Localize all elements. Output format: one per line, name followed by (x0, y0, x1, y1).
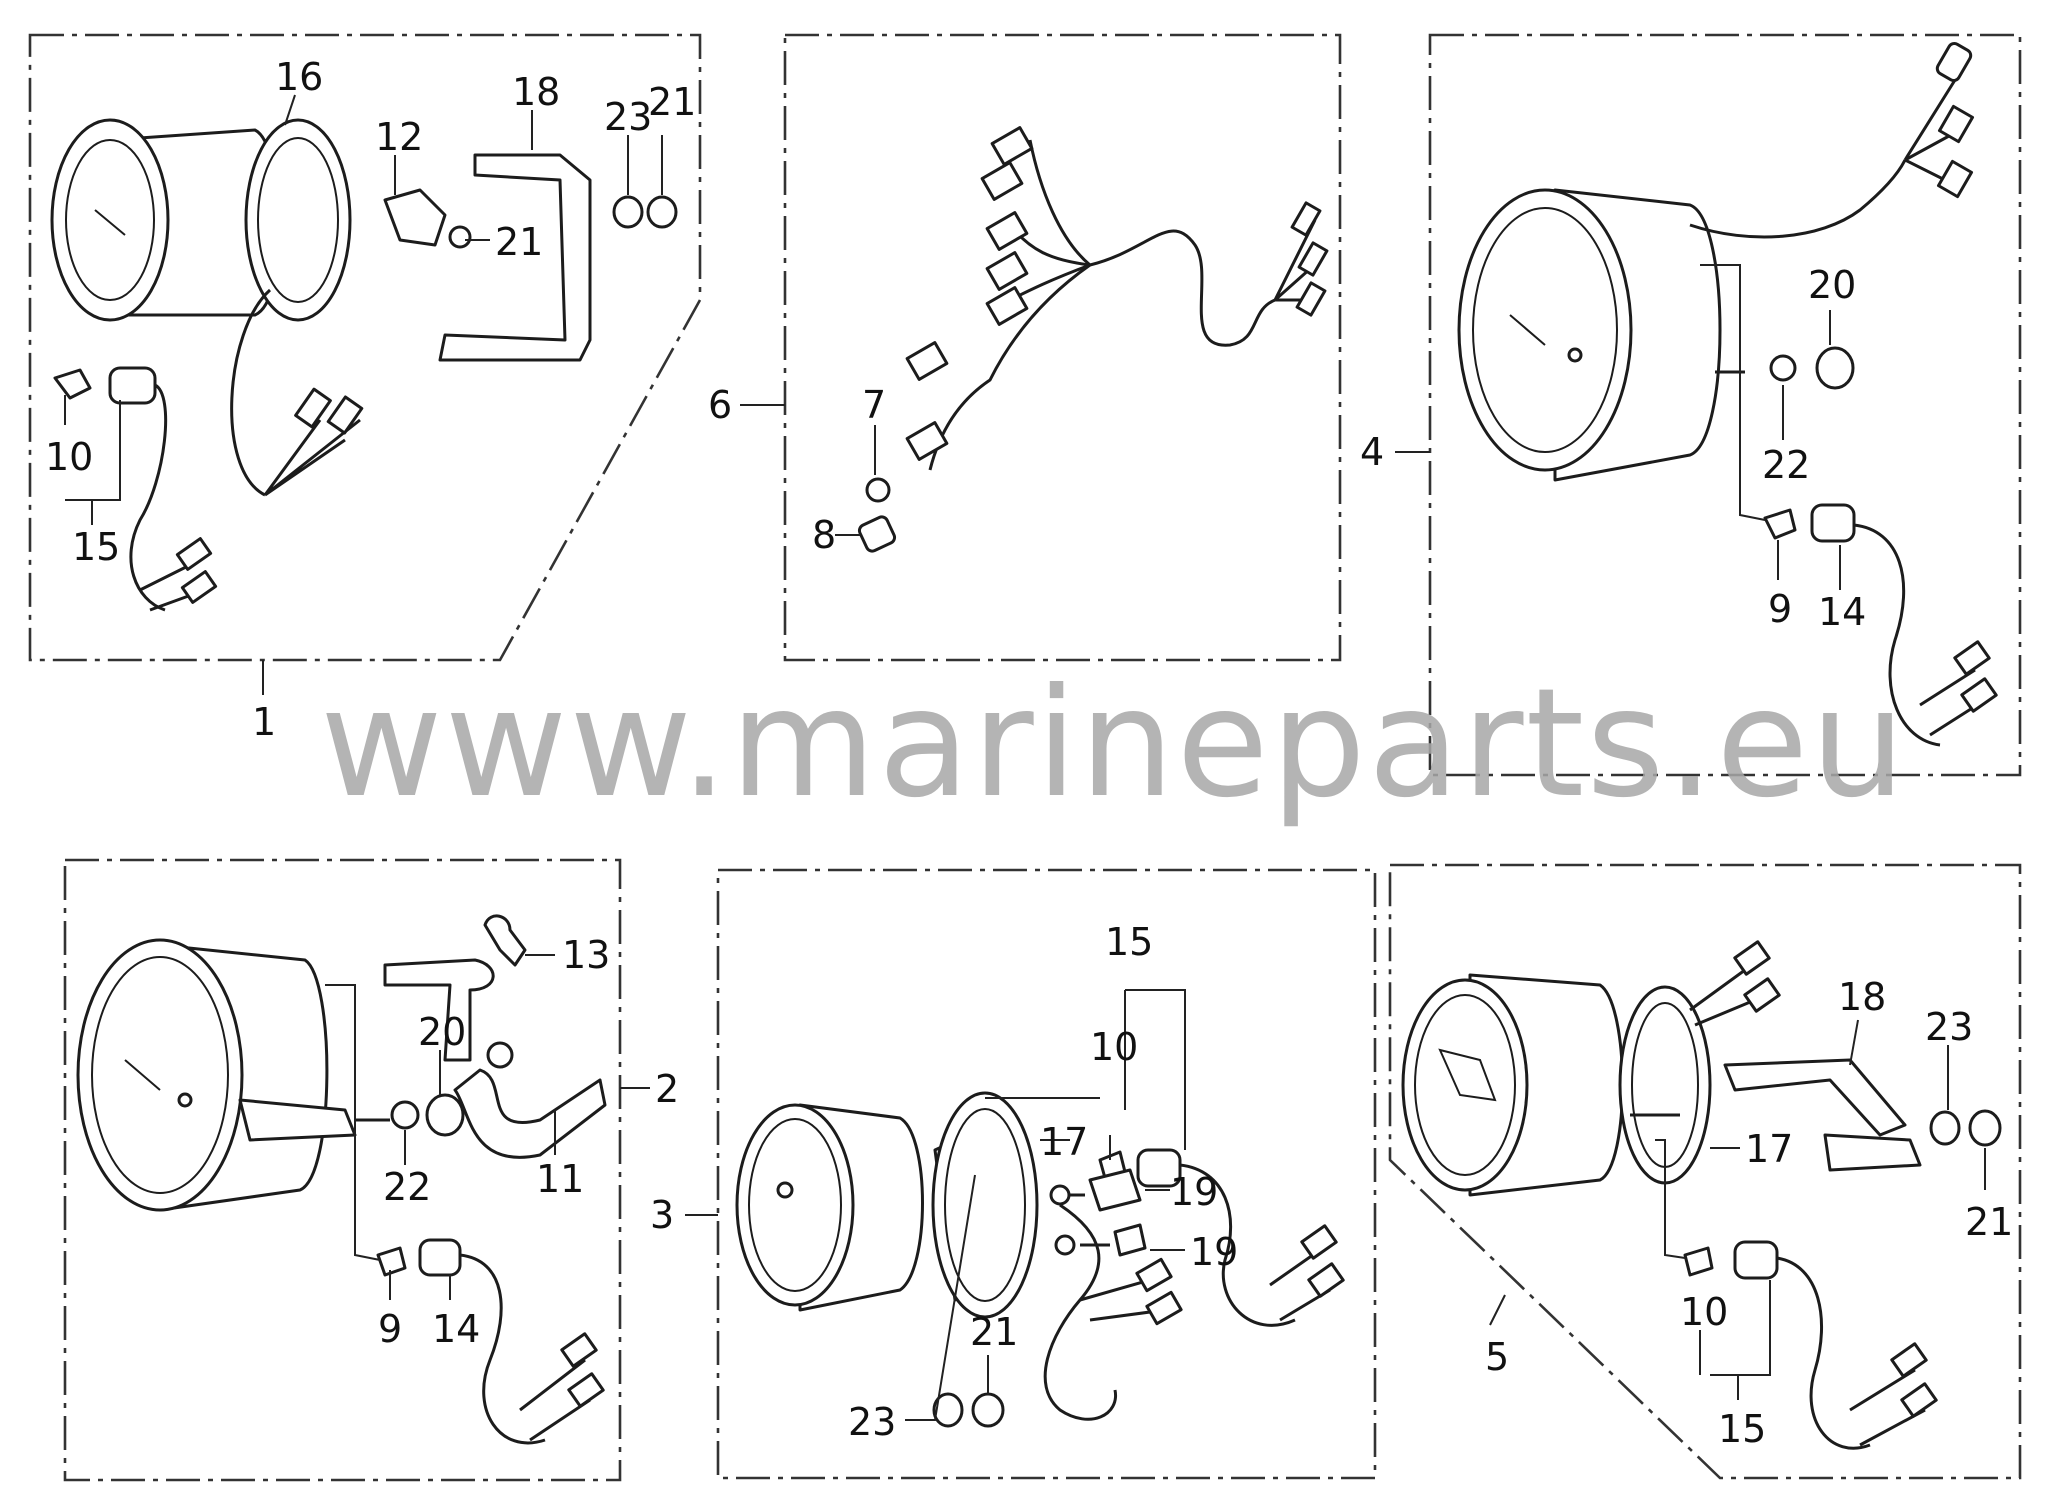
callout-17: 17 (1745, 1127, 1793, 1171)
group-label-4: 4 (1360, 430, 1384, 474)
frame-group-5 (1388, 863, 2022, 1480)
callout-21: 21 (495, 220, 543, 264)
gauge-group-5 (1401, 940, 2002, 1450)
callouts-group-1: 16 18 23 21 12 21 10 15 1 (45, 55, 696, 744)
group-label-5: 5 (1485, 1335, 1509, 1379)
callout-21: 21 (648, 80, 696, 124)
callouts-group-3: 15 10 17 19 19 21 23 3 (650, 920, 1238, 1444)
callouts-group-4: 20 22 9 14 4 (1360, 263, 1866, 634)
frame-group-4 (1428, 33, 2022, 777)
callouts-group-5: 18 23 17 21 10 15 5 (1485, 975, 2013, 1451)
group-label-2: 2 (655, 1067, 679, 1111)
callout-12: 12 (375, 115, 423, 159)
callout-23: 23 (848, 1400, 896, 1444)
callout-16: 16 (275, 55, 323, 99)
callout-20: 20 (418, 1010, 466, 1054)
frame-group-2 (63, 858, 622, 1482)
callout-11: 11 (536, 1157, 584, 1201)
callout-19: 19 (1170, 1170, 1218, 1214)
group-label-6: 6 (708, 383, 732, 427)
callout-10: 10 (45, 435, 93, 479)
callout-14: 14 (432, 1307, 480, 1351)
callout-23: 23 (1925, 1005, 1973, 1049)
gauge-group-2 (76, 914, 607, 1445)
callout-9: 9 (378, 1307, 402, 1351)
frame-group-6 (783, 33, 1342, 662)
group-label-3: 3 (650, 1193, 674, 1237)
callout-19: 19 (1190, 1230, 1238, 1274)
callout-15: 15 (72, 525, 120, 569)
callouts-group-6: 7 8 6 (708, 383, 886, 557)
leader-group-5 (1489, 1294, 1506, 1326)
callout-10: 10 (1090, 1025, 1138, 1069)
group-label-1: 1 (252, 700, 276, 744)
harness-group-6 (857, 126, 1329, 553)
callout-21: 21 (1965, 1200, 2013, 1244)
callout-18: 18 (512, 70, 560, 114)
gauge-group-1 (50, 118, 678, 612)
callout-13: 13 (562, 933, 610, 977)
callout-18: 18 (1838, 975, 1886, 1019)
callout-8: 8 (812, 513, 836, 557)
callouts-group-2: 13 20 22 11 9 14 2 (325, 933, 679, 1351)
callout-15: 15 (1718, 1407, 1766, 1451)
callout-14: 14 (1818, 590, 1866, 634)
watermark-text: www.marineparts.eu (320, 657, 1908, 831)
callout-7: 7 (862, 383, 886, 427)
gauge-group-4 (1457, 41, 1998, 747)
callout-15: 15 (1105, 920, 1153, 964)
callout-17: 17 (1040, 1120, 1088, 1164)
callout-20: 20 (1808, 263, 1856, 307)
frame-group-1 (28, 33, 702, 662)
callout-23: 23 (604, 95, 652, 139)
callout-10: 10 (1680, 1290, 1728, 1334)
callout-22: 22 (383, 1165, 431, 1209)
gauge-group-3 (735, 1091, 1345, 1428)
callout-22: 22 (1762, 443, 1810, 487)
frame-group-3 (716, 868, 1377, 1480)
callout-21: 21 (970, 1310, 1018, 1354)
callout-9: 9 (1768, 587, 1792, 631)
